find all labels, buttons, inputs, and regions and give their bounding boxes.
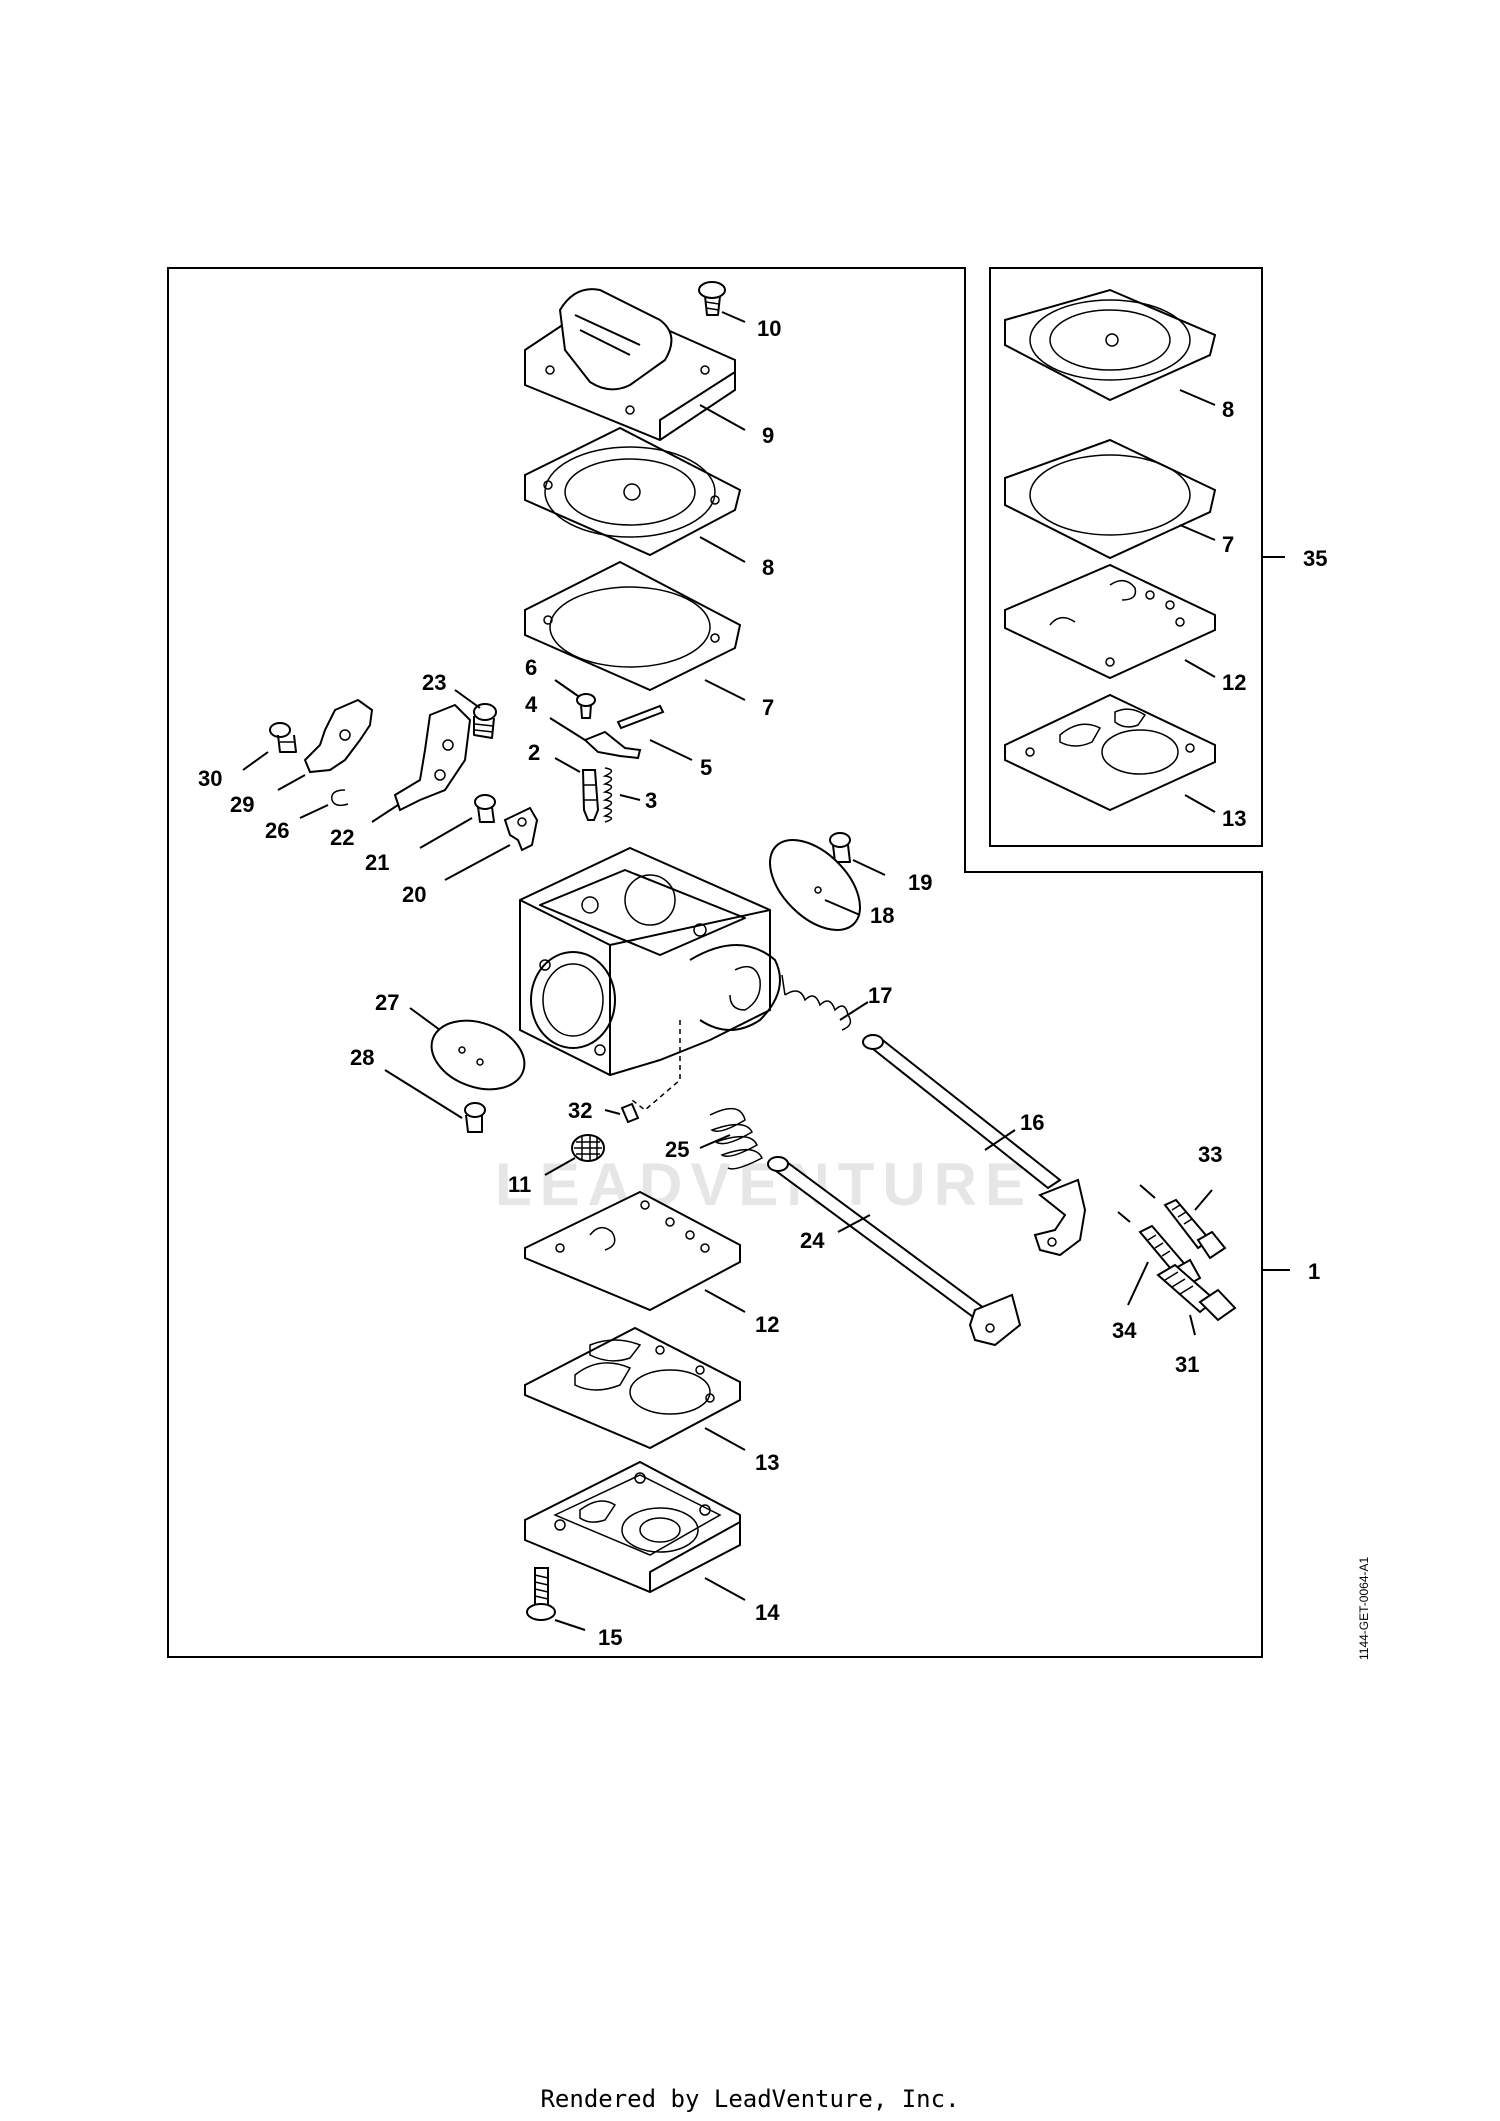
callout-8: 8 — [762, 555, 774, 580]
part-spring-3 — [602, 767, 641, 823]
part-shaft-16 — [862, 1034, 1087, 1257]
callout-31: 31 — [1175, 1352, 1199, 1377]
drawing-code: 1144-GET-0064-A1 — [1357, 1557, 1371, 1660]
part-lever-29 — [277, 698, 374, 791]
kit-gasket-12 — [1004, 563, 1216, 680]
part-screw-28 — [384, 1069, 486, 1133]
callout-21: 21 — [365, 850, 389, 875]
callout-12: 12 — [755, 1312, 779, 1337]
part-plate-27 — [409, 1007, 526, 1091]
callout-17: 17 — [868, 983, 892, 1008]
part-adjust-screw-33 — [1139, 1184, 1227, 1260]
callout-35: 35 — [1303, 546, 1327, 571]
kit-callout-7: 7 — [1222, 532, 1234, 557]
part-gasket-13 — [524, 1326, 746, 1451]
part-lever-22 — [371, 703, 472, 823]
callout-14: 14 — [755, 1600, 780, 1625]
kit-callout-13: 13 — [1222, 806, 1246, 831]
kit-callout-8: 8 — [1222, 397, 1234, 422]
callout-27: 27 — [375, 990, 399, 1015]
callout-9: 9 — [762, 423, 774, 448]
main-assembly-frame — [167, 267, 1263, 1658]
part-screw-19 — [829, 832, 886, 876]
part-lever-4 — [549, 717, 642, 760]
callout-16: 16 — [1020, 1110, 1044, 1135]
callout-28: 28 — [350, 1045, 374, 1070]
footer-credit: Rendered by LeadVenture, Inc. — [540, 2085, 960, 2113]
callout-24: 24 — [800, 1228, 825, 1253]
part-screw-23 — [454, 689, 497, 739]
callout-18: 18 — [870, 903, 894, 928]
part-cover-14 — [524, 1460, 746, 1601]
callout-2: 2 — [528, 740, 540, 765]
callout-30: 30 — [198, 766, 222, 791]
kit-gasket-7 — [1004, 438, 1217, 560]
watermark-text: LEADVENTURE — [495, 1151, 1033, 1218]
callout-10: 10 — [757, 316, 781, 341]
callout-29: 29 — [230, 792, 254, 817]
callout-4: 4 — [525, 692, 538, 717]
part-diaphragm-8 — [524, 426, 746, 563]
part-gasket-7 — [524, 560, 746, 701]
part-adjust-screw-31 — [1156, 1263, 1237, 1336]
callout-13: 13 — [755, 1450, 779, 1475]
kit-diaphragm-8 — [1004, 288, 1217, 406]
part-gasket-12 — [524, 1190, 746, 1313]
callout-1: 1 — [1308, 1259, 1320, 1284]
part-adjust-screw-34 — [1117, 1211, 1202, 1306]
callout-32: 32 — [568, 1098, 592, 1123]
part-screw-10 — [698, 281, 746, 323]
part-pin-5 — [616, 704, 693, 761]
part-throttle-plate-18 — [769, 839, 861, 931]
part-spring-25 — [699, 1107, 763, 1170]
part-screw-6 — [554, 679, 596, 719]
part-carburetor-body — [519, 846, 781, 1111]
part-clip-26 — [299, 789, 349, 819]
part-pump-cover-9 — [524, 288, 746, 442]
callout-20: 20 — [402, 882, 426, 907]
kit-callout-12: 12 — [1222, 670, 1246, 695]
callout-23: 23 — [422, 670, 446, 695]
kit-gasket-13 — [1004, 693, 1216, 813]
callout-15: 15 — [598, 1625, 622, 1650]
part-pin-32 — [604, 1102, 640, 1124]
part-screw-30 — [242, 722, 297, 771]
part-shaft-24 — [767, 1156, 1022, 1347]
part-screen-11 — [544, 1134, 605, 1176]
callout-25: 25 — [665, 1137, 689, 1162]
callout-7: 7 — [762, 695, 774, 720]
part-plate-20 — [444, 806, 539, 881]
callout-11: 11 — [508, 1172, 531, 1197]
callout-5: 5 — [700, 755, 712, 780]
part-screw-21 — [419, 794, 496, 849]
callout-34: 34 — [1112, 1318, 1137, 1343]
callout-19: 19 — [908, 870, 932, 895]
part-spring-17 — [781, 974, 869, 1031]
callout-3: 3 — [645, 788, 657, 813]
callout-33: 33 — [1198, 1142, 1222, 1167]
callout-22: 22 — [330, 825, 354, 850]
part-screw-15 — [526, 1567, 586, 1631]
part-needle-2 — [554, 757, 600, 821]
callout-26: 26 — [265, 818, 289, 843]
callout-6: 6 — [525, 655, 537, 680]
